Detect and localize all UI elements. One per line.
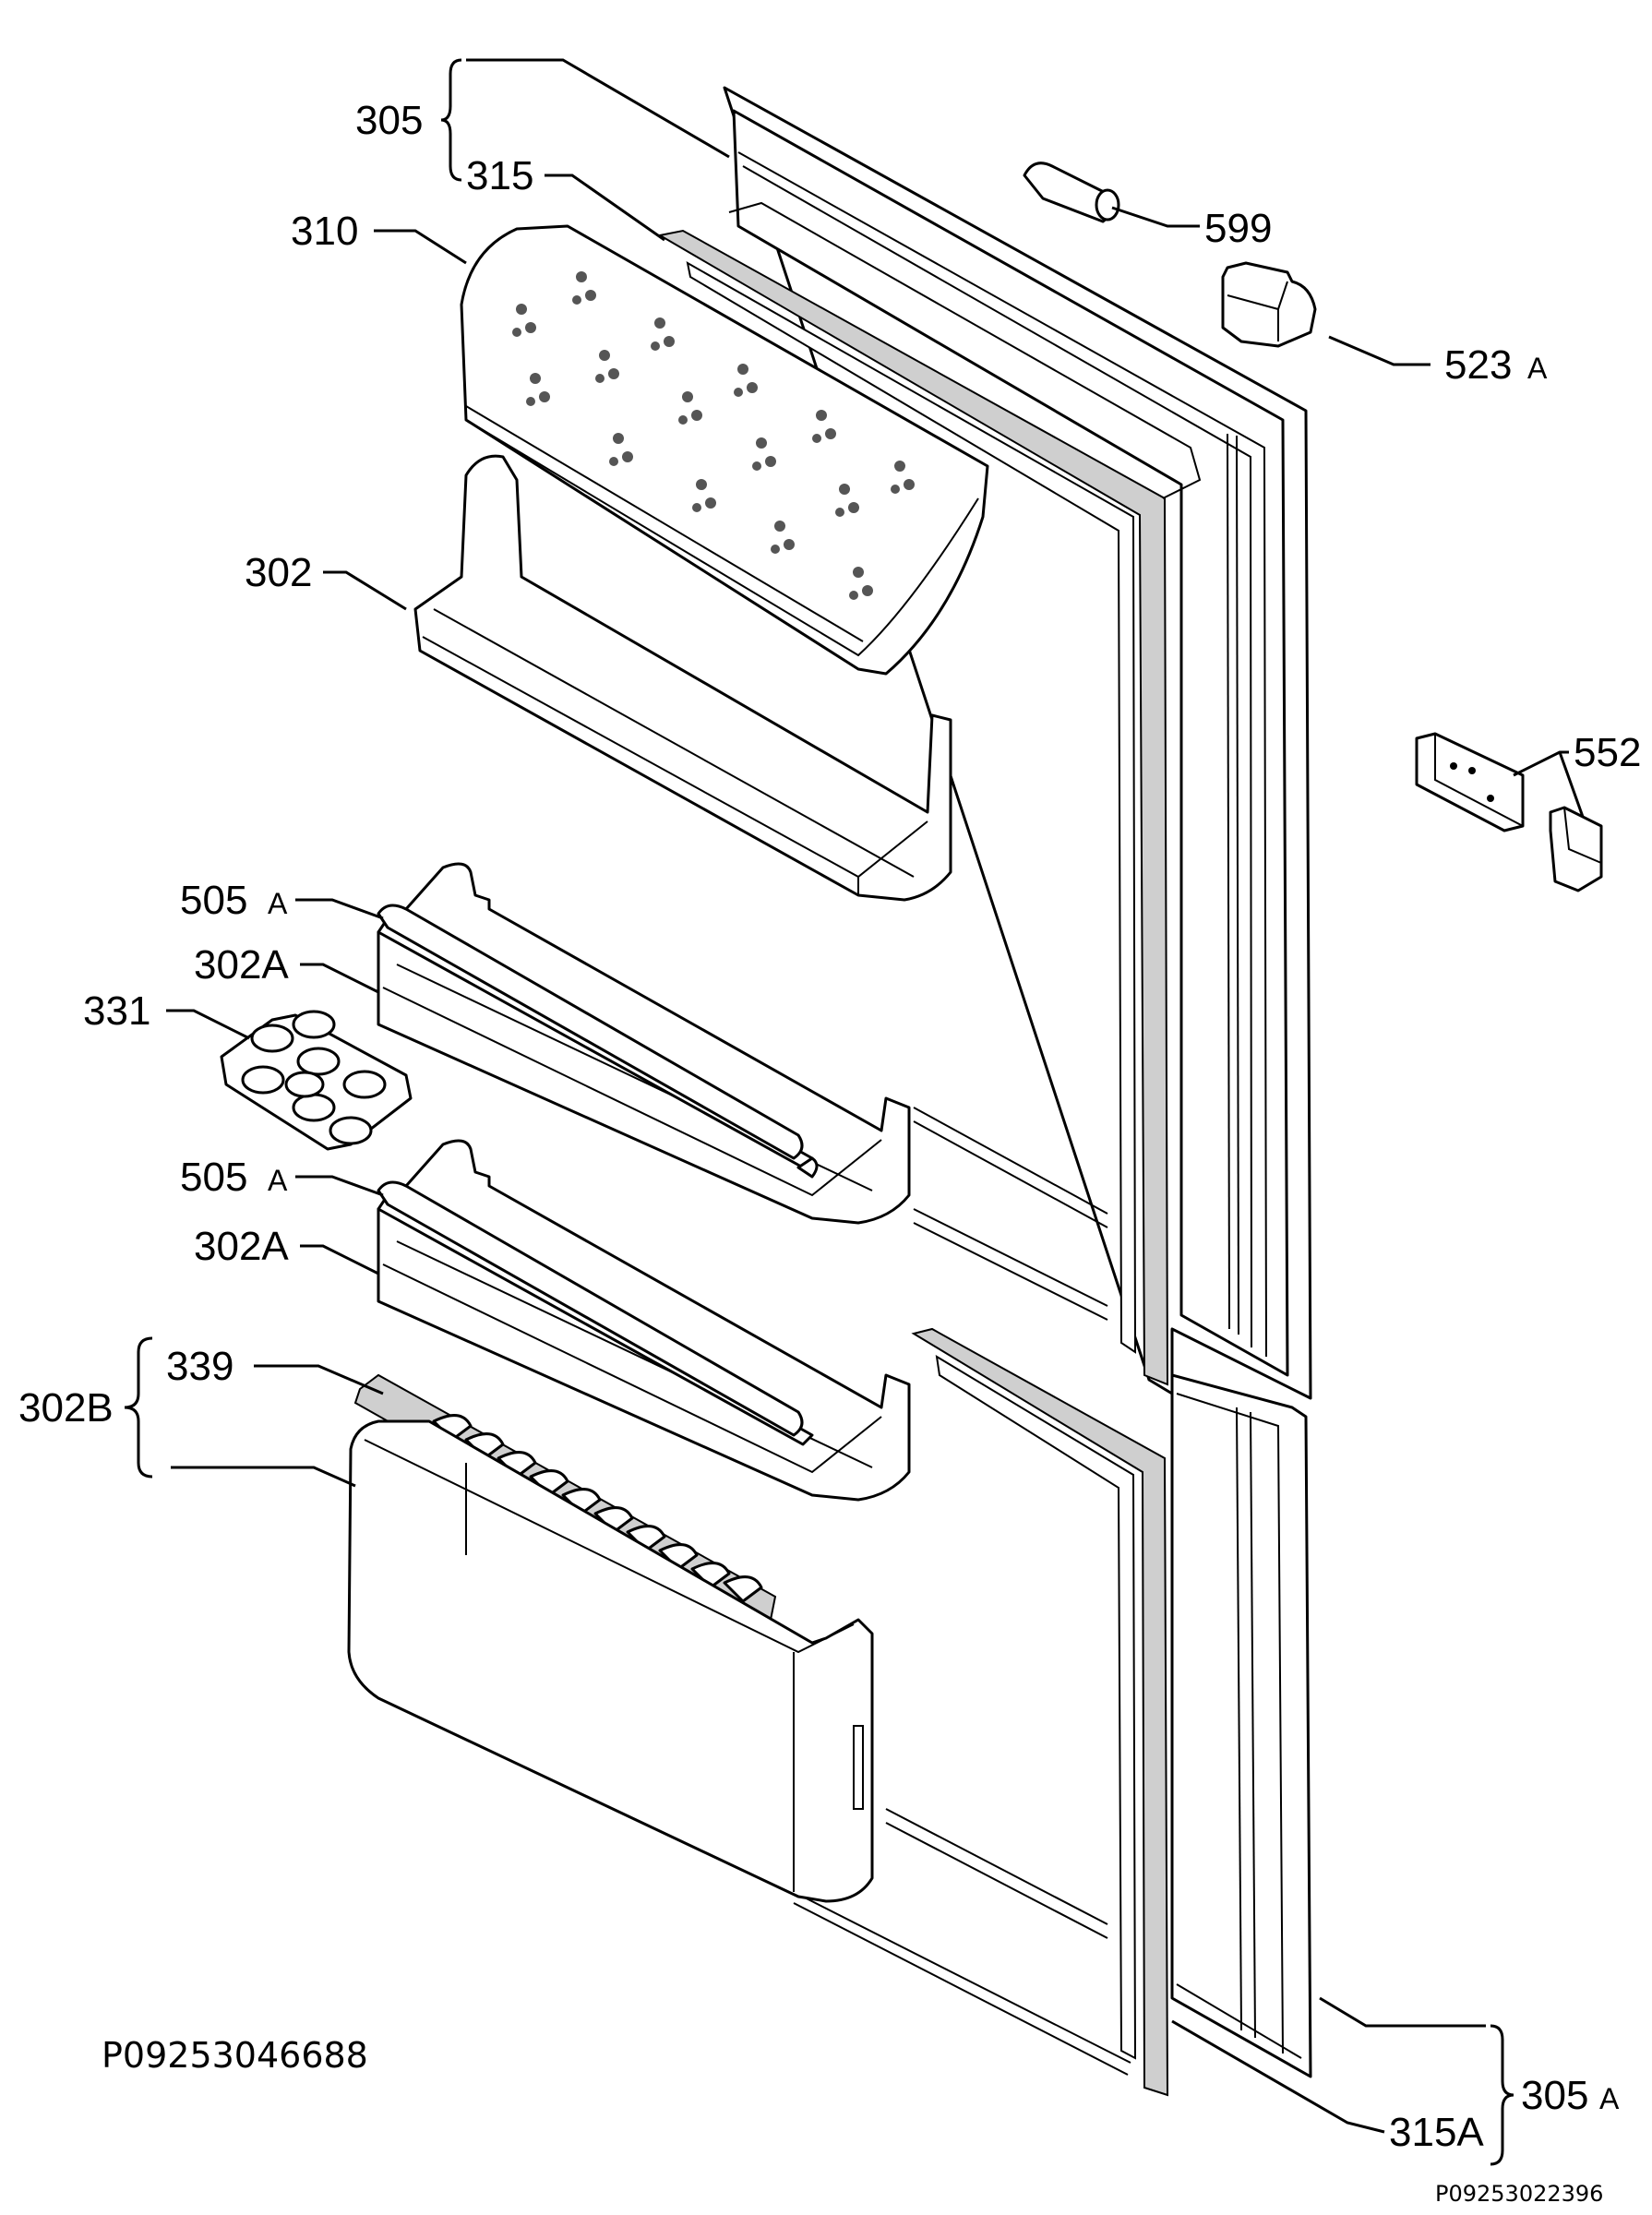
- label-505a-2-suffix: A: [268, 1164, 288, 1197]
- label-339: 339: [166, 1344, 233, 1389]
- label-302: 302: [245, 550, 312, 595]
- label-310: 310: [291, 209, 358, 254]
- part-505a-bar-2: [377, 1180, 804, 1437]
- lid-vent-dots: [512, 271, 915, 600]
- part-labels: 305 315 310 599 523 A 302 552 505 A 302A…: [18, 98, 1641, 2155]
- label-331: 331: [83, 988, 150, 1034]
- label-552: 552: [1574, 730, 1641, 775]
- part-505a-bar-1: [377, 904, 804, 1160]
- part-552-hinge-brackets: [1415, 732, 1603, 892]
- bottle-holder-tabs: [432, 1414, 763, 1603]
- label-505a-1-suffix: A: [268, 887, 288, 920]
- label-505a-1: 505: [180, 878, 247, 923]
- diagram-code-left: P09253046688: [102, 2035, 368, 2076]
- part-310-dairy-lid: [460, 224, 989, 676]
- lower-door-panel: [793, 1327, 1312, 2097]
- label-302b: 302B: [18, 1385, 114, 1431]
- label-302a-1: 302A: [194, 942, 289, 988]
- label-523-suffix: A: [1527, 352, 1548, 385]
- diagram-code-right: P09253022396: [1435, 2181, 1603, 2207]
- label-302a-2: 302A: [194, 1224, 289, 1269]
- upper-door-gasket: [657, 229, 1169, 1386]
- leader-lines: [124, 58, 1585, 2166]
- part-599-pin: [1023, 162, 1120, 223]
- label-305a-suffix: A: [1599, 2082, 1620, 2115]
- part-302b-bottle-shelf: [347, 1419, 874, 1903]
- part-331-egg-tray: [220, 1010, 413, 1151]
- label-305a: 305: [1521, 2073, 1588, 2118]
- label-315: 315: [466, 153, 533, 198]
- label-523: 523: [1444, 342, 1512, 388]
- label-505a-2: 505: [180, 1155, 247, 1200]
- label-305: 305: [355, 98, 423, 143]
- label-599: 599: [1204, 206, 1272, 251]
- upper-door-liner: [728, 201, 1202, 1321]
- part-302-door-shelf: [413, 454, 952, 902]
- label-315a: 315A: [1389, 2110, 1484, 2155]
- part-523a-hinge-cover: [1221, 261, 1317, 348]
